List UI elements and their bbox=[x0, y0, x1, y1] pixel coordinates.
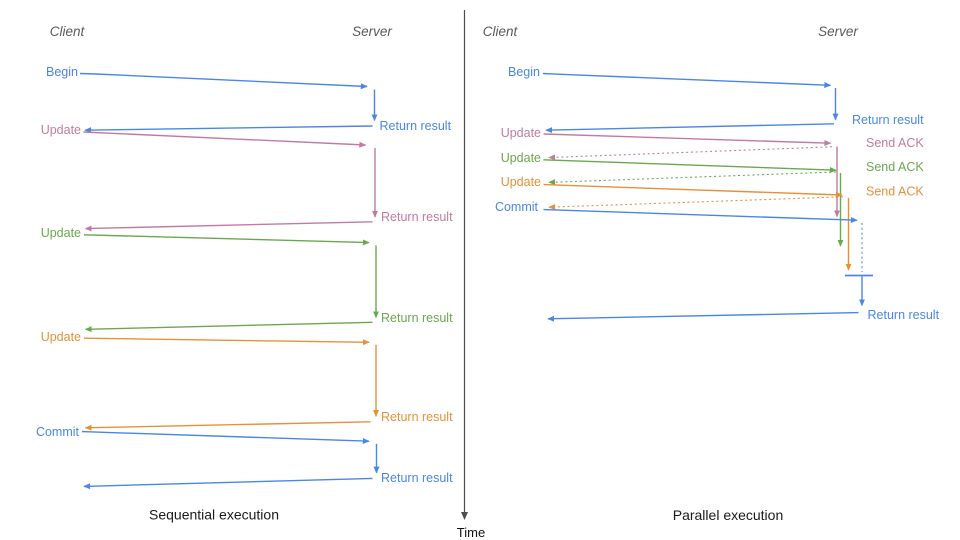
time-axis: Time bbox=[457, 10, 485, 540]
right-server-header: Server bbox=[818, 24, 858, 39]
left-panel-caption: Sequential execution bbox=[149, 507, 279, 523]
right-update1-label: Update bbox=[501, 126, 541, 140]
right-commit-response-label: Return result bbox=[868, 308, 940, 322]
right-update3-ack-dotted-arrow bbox=[548, 196, 844, 210]
left-update2-return-arrow bbox=[84, 321, 373, 333]
right-panel-caption: Parallel execution bbox=[673, 507, 784, 523]
left-row-begin: Begin Return result bbox=[46, 65, 452, 134]
left-update1-return-arrow bbox=[84, 221, 373, 232]
left-panel: Client Server Begin Return result Update… bbox=[36, 24, 453, 523]
right-update1-ack-label: Send ACK bbox=[866, 136, 924, 150]
left-update1-label: Update bbox=[41, 123, 81, 137]
right-begin-label: Begin bbox=[508, 65, 540, 79]
left-update3-label: Update bbox=[41, 330, 81, 344]
right-commit-request-arrow bbox=[543, 208, 858, 223]
right-row-update3: Update Send ACK bbox=[501, 175, 924, 271]
left-update1-request-arrow bbox=[83, 131, 367, 148]
right-update1-request-arrow bbox=[543, 133, 832, 146]
right-update2-request-arrow bbox=[543, 159, 837, 173]
left-begin-request-arrow bbox=[79, 72, 368, 90]
left-commit-response-label: Return result bbox=[381, 471, 453, 485]
right-begin-request-arrow bbox=[542, 72, 832, 89]
left-update1-response-label: Return result bbox=[381, 210, 453, 224]
right-update3-request-arrow bbox=[543, 183, 843, 198]
right-begin-response-label: Return result bbox=[852, 113, 924, 127]
left-commit-label: Commit bbox=[36, 425, 80, 439]
left-client-header: Client bbox=[50, 24, 86, 39]
left-update2-request-arrow bbox=[83, 234, 370, 246]
left-row-update3: Update Return result bbox=[41, 330, 453, 431]
right-update3-label: Update bbox=[501, 175, 541, 189]
right-commit-label: Commit bbox=[495, 200, 539, 214]
right-update2-label: Update bbox=[501, 151, 541, 165]
left-begin-return-arrow bbox=[84, 125, 373, 134]
left-update2-response-label: Return result bbox=[381, 311, 453, 325]
left-row-update1: Update Return result bbox=[41, 123, 453, 232]
left-update3-response-label: Return result bbox=[381, 410, 453, 424]
right-update2-ack-label: Send ACK bbox=[866, 160, 924, 174]
left-begin-response-label: Return result bbox=[380, 119, 452, 133]
right-update3-ack-label: Send ACK bbox=[866, 185, 924, 199]
left-server-header: Server bbox=[352, 24, 392, 39]
right-client-header: Client bbox=[483, 24, 519, 39]
left-commit-request-arrow bbox=[81, 430, 370, 444]
left-commit-return-arrow bbox=[83, 477, 373, 490]
right-update2-ack-dotted-arrow bbox=[548, 171, 837, 186]
right-panel: Client Server Begin Return result Update… bbox=[483, 24, 940, 523]
right-row-update2: Update Send ACK bbox=[501, 151, 924, 247]
right-commit-return-arrow bbox=[547, 311, 859, 322]
right-row-update1: Update Send ACK bbox=[501, 126, 924, 218]
left-begin-label: Begin bbox=[46, 65, 78, 79]
right-row-begin: Begin Return result bbox=[508, 65, 924, 134]
right-begin-return-arrow bbox=[545, 123, 835, 134]
time-axis-label: Time bbox=[457, 525, 485, 540]
right-row-commit: Commit Return result bbox=[495, 200, 940, 322]
left-row-update2: Update Return result bbox=[41, 226, 453, 333]
left-row-commit: Commit Return result bbox=[36, 425, 453, 490]
left-update3-return-arrow bbox=[84, 421, 371, 431]
left-update3-request-arrow bbox=[83, 337, 370, 346]
right-update1-ack-dotted-arrow bbox=[548, 146, 833, 161]
left-update2-label: Update bbox=[41, 226, 81, 240]
